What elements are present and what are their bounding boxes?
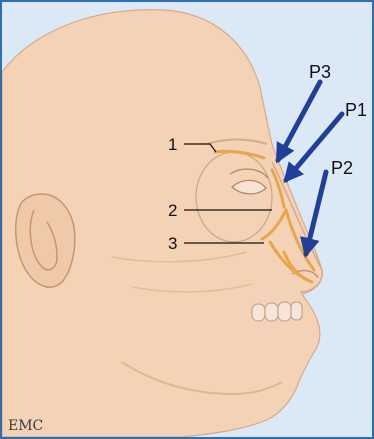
- label-p3: P3: [309, 62, 331, 82]
- label-p1: P1: [345, 100, 367, 120]
- callout-3: 3: [168, 234, 177, 253]
- callout-2: 2: [168, 201, 177, 220]
- label-p2: P2: [331, 158, 353, 178]
- callout-1: 1: [168, 135, 177, 154]
- emc-logo: EMC: [8, 418, 43, 434]
- teeth: [252, 302, 302, 321]
